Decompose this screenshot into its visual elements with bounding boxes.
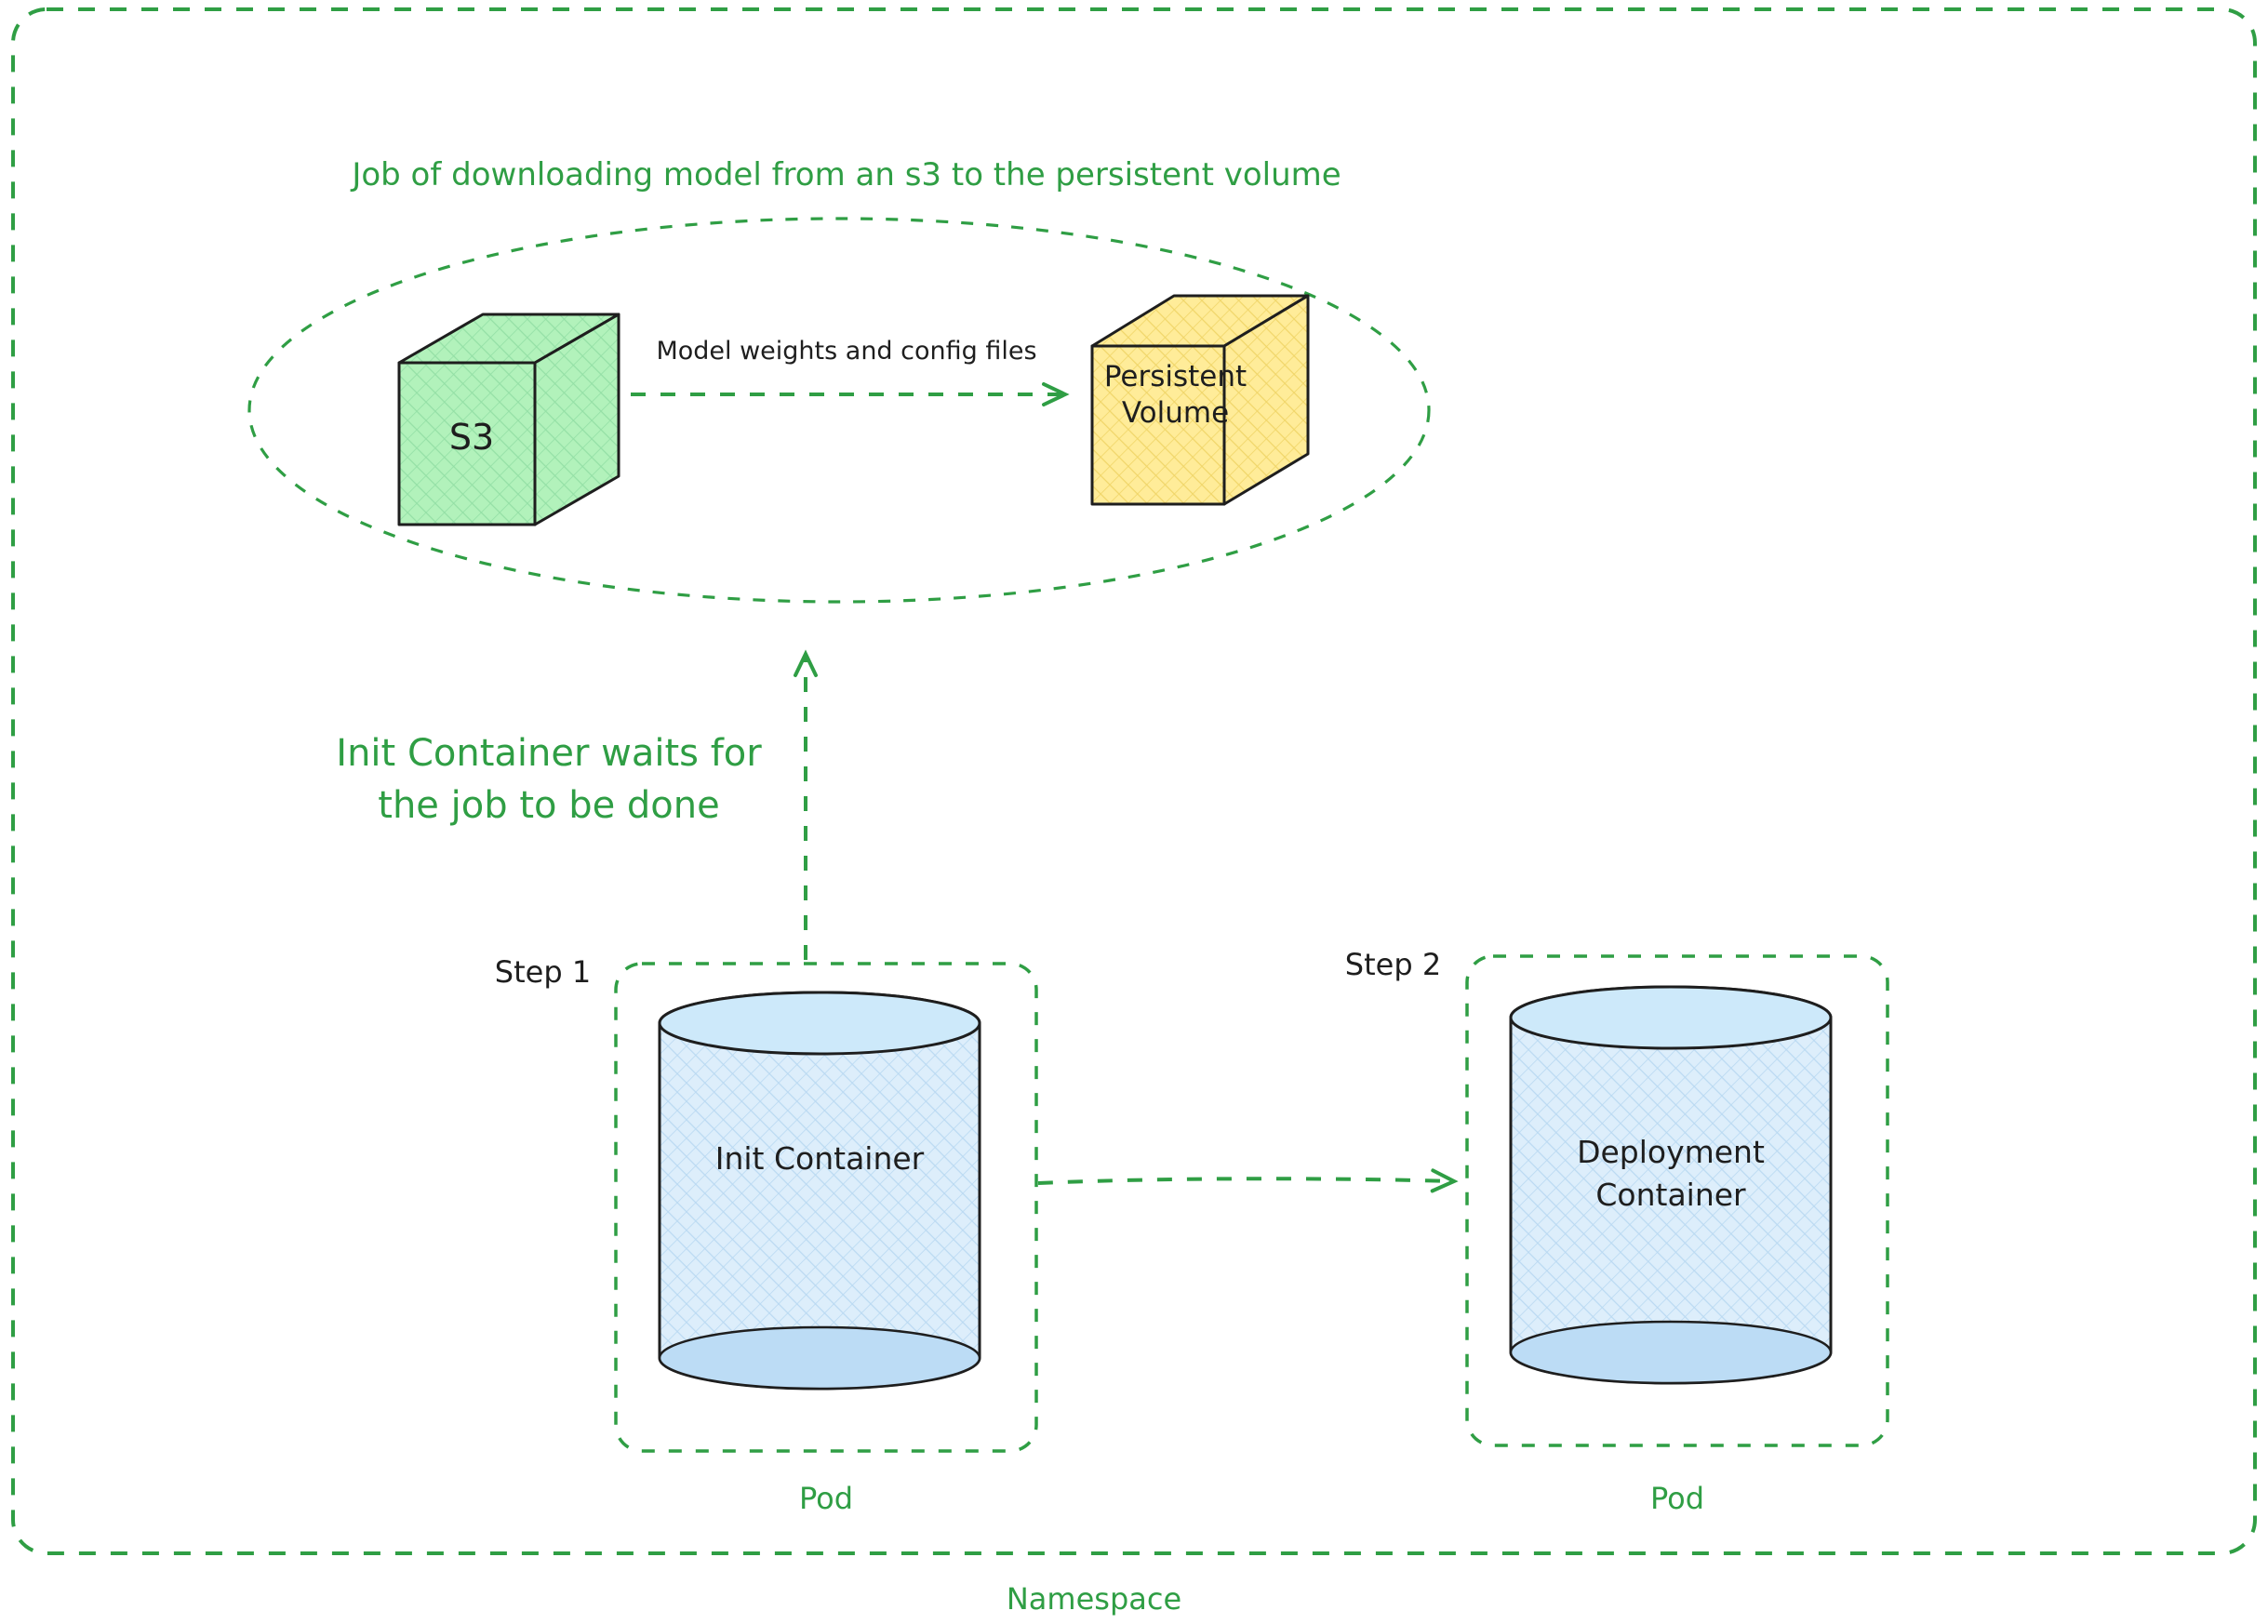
step2-pod-label: Pod — [1649, 1481, 1705, 1516]
s3-cube — [397, 313, 620, 526]
persistent-volume-label-line1: Persistent — [1103, 360, 1247, 393]
s3-label: S3 — [448, 417, 495, 458]
deployment-container-label: Deployment Container — [1517, 1131, 1824, 1217]
persistent-volume-label: Persistent Volume — [1075, 359, 1275, 432]
wait-note-line2: the job to be done — [378, 784, 720, 827]
step2-pod-border — [1465, 954, 1889, 1447]
persistent-volume-label-line2: Volume — [1121, 396, 1230, 430]
namespace-border — [11, 7, 2257, 1555]
step1-pod-border — [614, 962, 1038, 1453]
wait-note: Init Container waits for the job to be d… — [284, 727, 814, 832]
step1-label: Step 1 — [494, 954, 592, 990]
init-container-label: Init Container — [714, 1140, 925, 1177]
s3-cube-front-face — [397, 361, 537, 526]
step2-label: Step 2 — [1344, 947, 1442, 982]
persistent-volume-cube — [1090, 294, 1310, 506]
transfer-arrow-label: Model weights and config files — [656, 337, 1037, 366]
job-title: Job of downloading model from an s3 to t… — [352, 156, 1341, 193]
deployment-container-cylinder — [1509, 985, 1833, 1385]
init-container-cylinder — [658, 991, 981, 1391]
deployment-cylinder-bottom — [1509, 1320, 1833, 1385]
deployment-container-label-line1: Deployment — [1577, 1134, 1765, 1170]
init-cylinder-bottom — [658, 1325, 981, 1391]
pv-cube-front-face — [1090, 344, 1226, 506]
namespace-label: Namespace — [1006, 1581, 1182, 1617]
step1-pod-label: Pod — [798, 1481, 854, 1516]
init-cylinder-top — [658, 991, 981, 1056]
step-arrow — [1037, 1168, 1459, 1193]
deployment-cylinder-top — [1509, 985, 1833, 1050]
wait-note-line1: Init Container waits for — [336, 732, 762, 775]
job-ellipse — [247, 217, 1431, 604]
deployment-container-label-line2: Container — [1595, 1177, 1746, 1213]
